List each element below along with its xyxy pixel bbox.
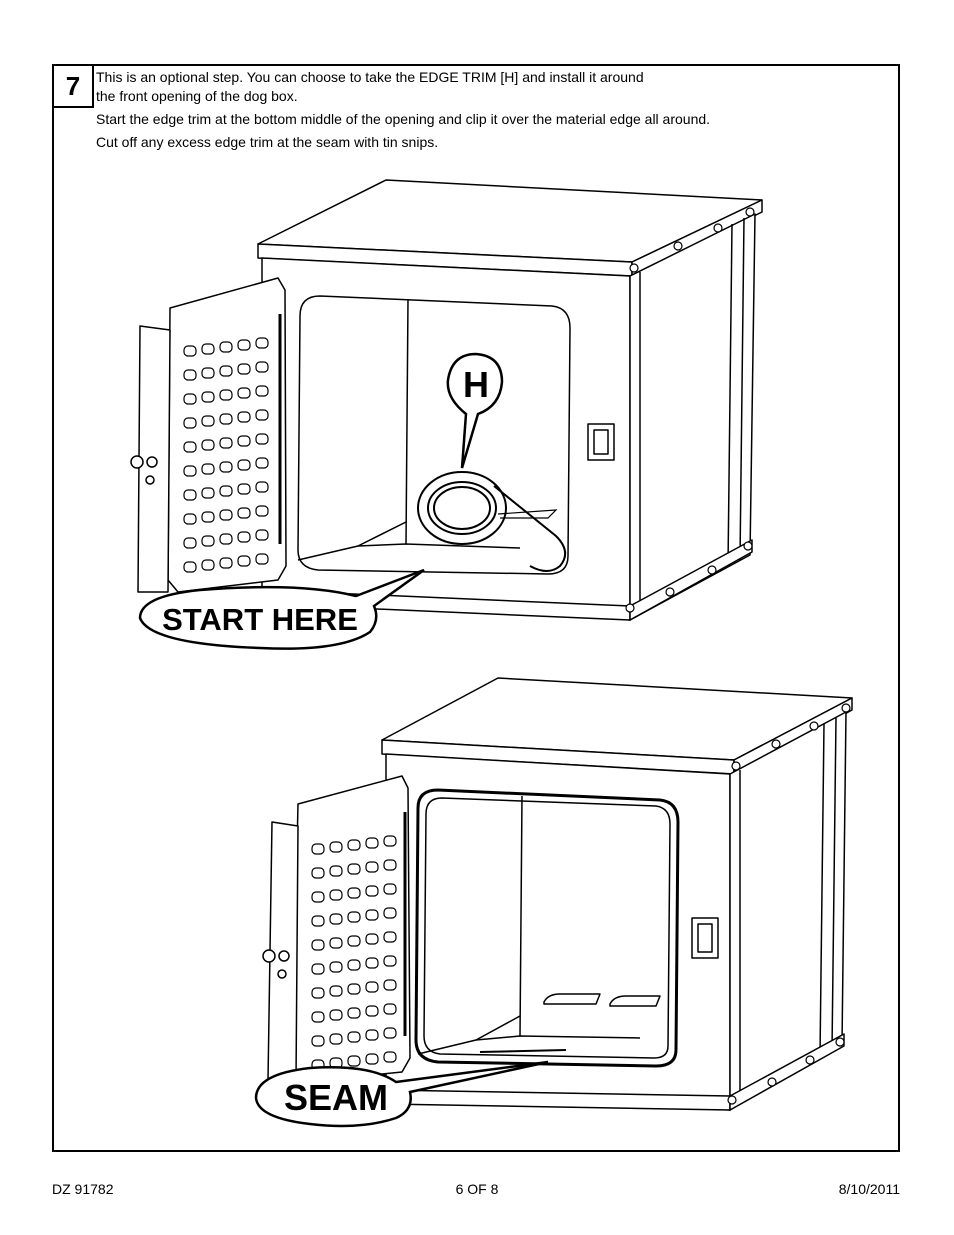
instructions: This is an optional step. You can choose… [96, 66, 886, 154]
step-frame [52, 64, 900, 1152]
step-number: 7 [52, 64, 94, 108]
footer-doc-number: DZ 91782 [52, 1181, 114, 1197]
footer-date: 8/10/2011 [838, 1181, 900, 1197]
callout-start-here: START HERE [162, 602, 358, 637]
instruction-line-1: This is an optional step. You can choose… [96, 69, 644, 85]
instruction-line-3: Start the edge trim at the bottom middle… [96, 111, 711, 127]
instruction-line-4: Cut off any excess edge trim at the seam… [96, 134, 439, 150]
instruction-line-2: the front opening of the dog box. [96, 88, 298, 104]
part-label-h: H [463, 364, 489, 405]
footer-page-number: 6 OF 8 [455, 1181, 499, 1197]
